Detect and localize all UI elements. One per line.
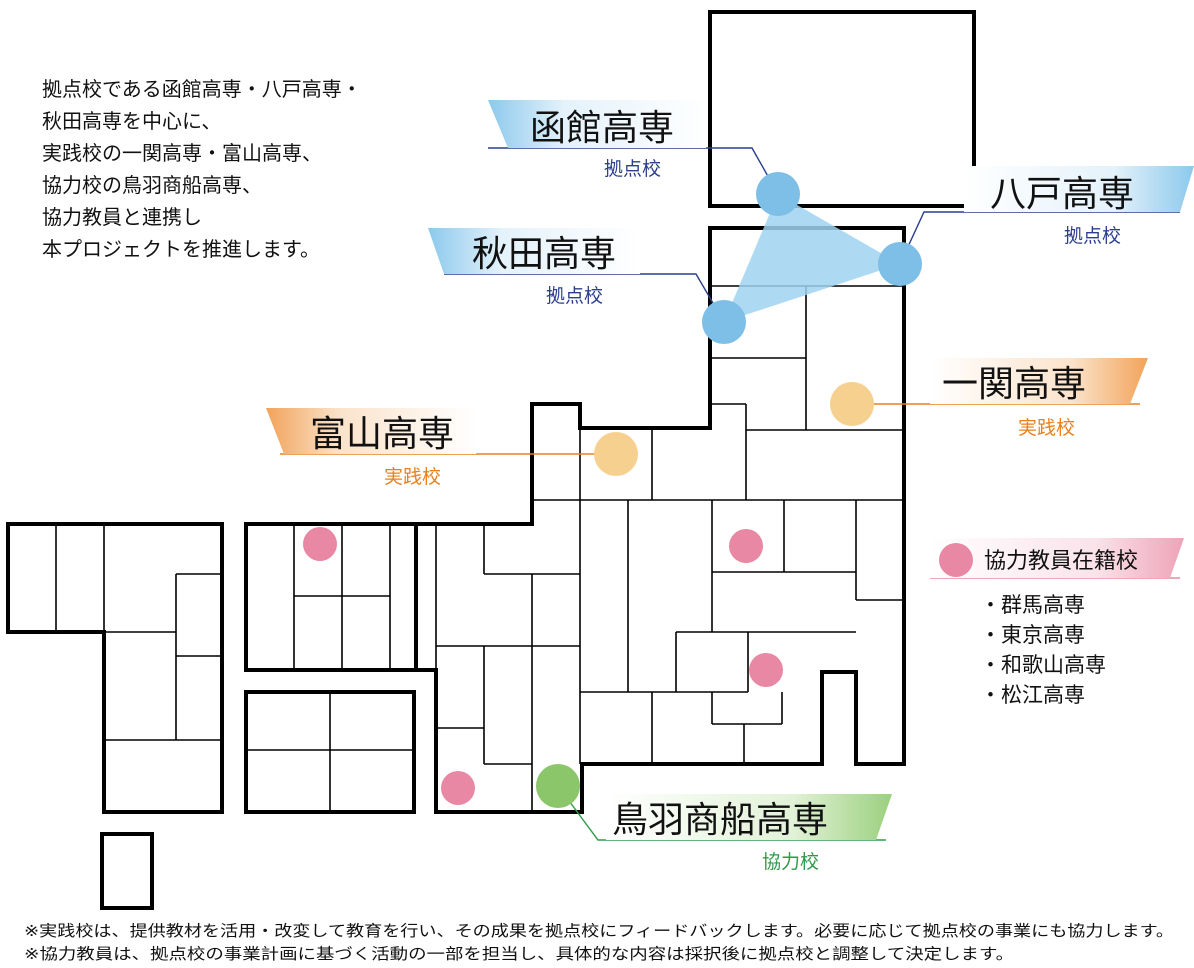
akita-role: 拠点校 bbox=[546, 285, 603, 307]
kyushu-outline bbox=[6, 522, 224, 814]
akita-banner bbox=[428, 228, 640, 274]
ichinoseki-marker[interactable] bbox=[830, 382, 874, 426]
hachinohe-banner bbox=[964, 166, 1194, 212]
chugoku-outline bbox=[244, 522, 418, 672]
hachinohe-name[interactable]: 八戸高専 bbox=[990, 174, 1134, 215]
hakodate-name[interactable]: 函館高専 bbox=[530, 108, 674, 149]
teacher-marker-chugoku[interactable] bbox=[303, 527, 337, 561]
legend-item: ・東京高専 bbox=[980, 623, 1085, 647]
intro-line: 秋田高専を中心に、 bbox=[42, 109, 221, 133]
akita-name[interactable]: 秋田高専 bbox=[472, 234, 616, 275]
okinawa-block bbox=[100, 832, 154, 910]
footnotes: ※実践校は、提供教材を活用・改変して教育を行い、その成果を拠点校にフィードバック… bbox=[24, 922, 1174, 963]
toyama-role: 実践校 bbox=[384, 466, 441, 488]
intro-line: 協力校の鳥羽商船高専、 bbox=[42, 173, 262, 197]
akita-marker[interactable] bbox=[702, 300, 746, 344]
markers bbox=[303, 172, 973, 808]
japan-map bbox=[6, 10, 976, 910]
intro-line: 協力教員と連携し bbox=[42, 205, 202, 229]
legend-item: ・群馬高専 bbox=[980, 593, 1085, 617]
intro-line: 本プロジェクトを推進します。 bbox=[42, 237, 320, 261]
base-school-triangle bbox=[724, 194, 900, 322]
chugoku-grid bbox=[293, 524, 391, 670]
hachinohe-connector bbox=[899, 211, 1180, 265]
ichinoseki-banner bbox=[930, 358, 1148, 404]
school-labels: 函館高専 拠点校 八戸高専 拠点校 秋田高専 拠点校 一関高専 実践校 富山高専… bbox=[310, 108, 1134, 873]
honshu-grid bbox=[435, 285, 904, 812]
shikoku-grid bbox=[246, 692, 414, 812]
legend-marker bbox=[939, 543, 973, 577]
legend: 協力教員在籍校 ・群馬高専 ・東京高専 ・和歌山高専 ・松江高専 bbox=[980, 549, 1138, 707]
teacher-marker-tokyo[interactable] bbox=[749, 653, 783, 687]
ichinoseki-role: 実践校 bbox=[1018, 417, 1075, 439]
hakodate-role: 拠点校 bbox=[604, 158, 661, 180]
hakodate-banner bbox=[488, 100, 706, 148]
legend-item: ・松江高専 bbox=[980, 683, 1085, 707]
footnote: ※実践校は、提供教材を活用・改変して教育を行い、その成果を拠点校にフィードバック… bbox=[24, 922, 1174, 940]
toba-banner bbox=[606, 794, 892, 840]
toba-marker[interactable] bbox=[536, 764, 580, 808]
toyama-marker[interactable] bbox=[594, 432, 638, 476]
intro-line: 拠点校である函館高専・八戸高専・ bbox=[42, 77, 362, 101]
teacher-marker-wakayama[interactable] bbox=[441, 771, 475, 805]
ichinoseki-name[interactable]: 一関高専 bbox=[942, 364, 1086, 405]
intro-text: 拠点校である函館高専・八戸高専・ 秋田高専を中心に、 実践校の一関高専・富山高専… bbox=[42, 77, 362, 261]
intro-line: 実践校の一関高専・富山高専、 bbox=[42, 141, 322, 165]
label-banners bbox=[266, 100, 1194, 840]
honshu-outline bbox=[414, 226, 906, 814]
hakodate-marker[interactable] bbox=[756, 172, 800, 216]
legend-item: ・和歌山高専 bbox=[980, 653, 1106, 677]
toyama-name[interactable]: 富山高専 bbox=[310, 414, 454, 455]
toba-name[interactable]: 鳥羽商船高専 bbox=[612, 800, 828, 841]
toba-role: 協力校 bbox=[762, 851, 819, 873]
legend-title: 協力教員在籍校 bbox=[984, 549, 1138, 574]
teacher-marker-gunma[interactable] bbox=[729, 529, 763, 563]
hokkaido-block bbox=[708, 10, 976, 208]
kyushu-grid bbox=[55, 524, 222, 741]
legend-banner bbox=[930, 538, 1184, 578]
hachinohe-role: 拠点校 bbox=[1064, 225, 1121, 247]
toyama-banner bbox=[266, 408, 476, 454]
footnote: ※協力教員は、拠点校の事業計画に基づく活動の一部を担当し、具体的な内容は採択後に… bbox=[24, 945, 1014, 963]
hachinohe-marker[interactable] bbox=[878, 242, 922, 286]
